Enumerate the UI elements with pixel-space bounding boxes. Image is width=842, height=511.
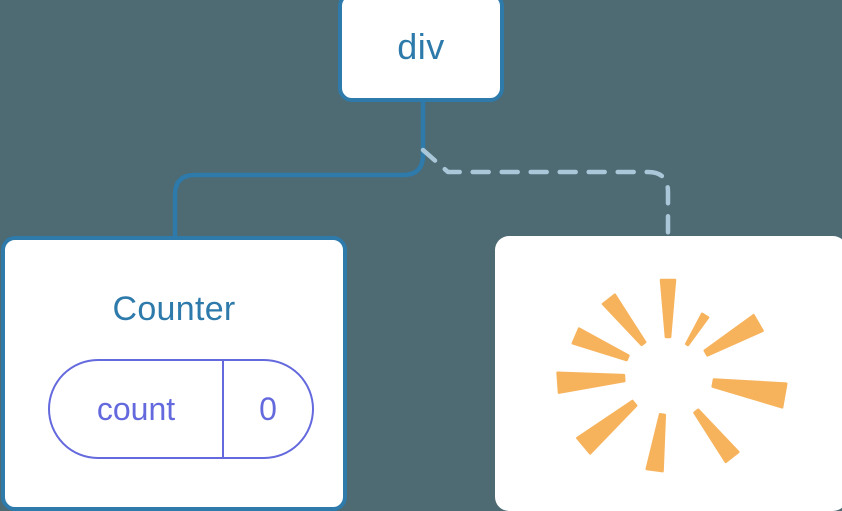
burst-ray-0 (659, 278, 677, 339)
burst-ray-6 (645, 413, 667, 473)
node-counter[interactable]: Counter count 0 (1, 236, 347, 511)
burst-ray-7 (693, 408, 740, 464)
sparkle-burst-icon (556, 278, 788, 473)
burst-ray-3 (571, 327, 630, 362)
burst-ray-5 (576, 399, 638, 455)
node-div-label: div (397, 26, 445, 67)
state-pill-count[interactable]: count 0 (48, 359, 314, 459)
node-counter-title: Counter (112, 290, 236, 328)
burst-ray-2 (601, 293, 647, 347)
node-div[interactable]: div (338, 0, 504, 102)
burst-ray-9 (703, 313, 764, 357)
node-burst[interactable] (495, 236, 842, 511)
edge-dashed-to-burst (420, 147, 671, 248)
state-pill-key: count (50, 361, 224, 457)
burst-ray-8 (711, 378, 788, 409)
burst-ray-4 (556, 371, 626, 394)
state-pill-value: 0 (259, 390, 277, 427)
burst-ray-1 (684, 312, 710, 347)
